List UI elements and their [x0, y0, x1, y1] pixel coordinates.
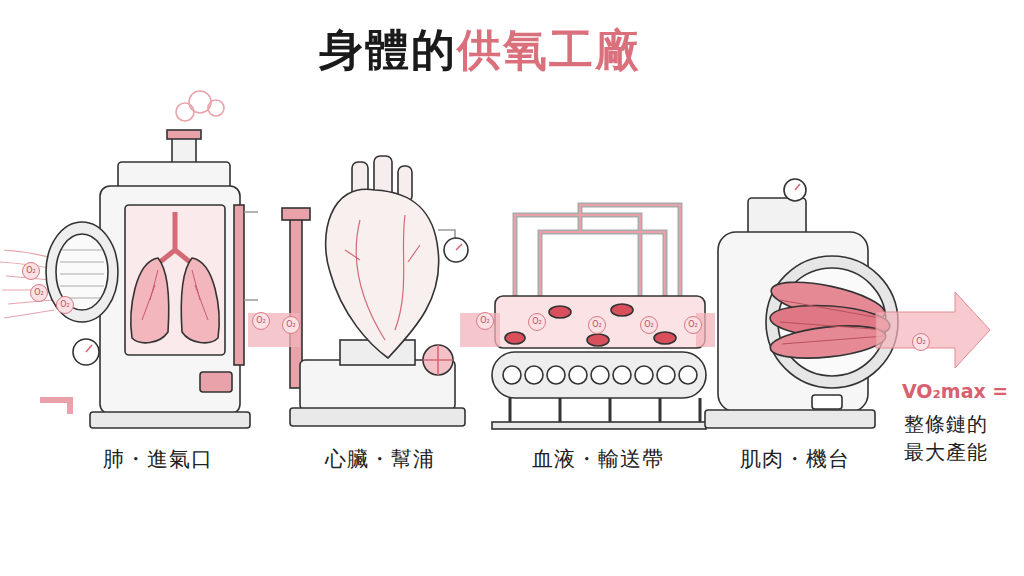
illustration-part: [495, 296, 705, 348]
stage-label: 心臟・幫浦: [280, 445, 480, 473]
illustration-part: [345, 215, 420, 340]
illustration-part: [125, 205, 225, 355]
illustration-part: [611, 304, 633, 316]
oxygen-bubble: O₂: [22, 262, 40, 280]
illustration-part: [492, 422, 706, 429]
stage-label: 肺・進氣口: [48, 445, 268, 473]
illustration-part: [86, 345, 92, 352]
illustration-part: [654, 332, 676, 344]
oxygen-bubble: O₂: [640, 316, 658, 334]
oxygen-bubble: O₂: [476, 312, 494, 330]
oxygen-bubble: O₂: [282, 316, 300, 334]
illustration-part: [8, 300, 52, 304]
illustration-part: [635, 366, 653, 384]
illustration-part: [176, 103, 194, 121]
illustration-part: [525, 366, 543, 384]
illustration-part: [282, 208, 310, 220]
illustration-part: [503, 366, 521, 384]
oxygen-bubble: O₂: [56, 296, 74, 314]
lung-machine: [40, 91, 258, 428]
illustration-part: [142, 270, 208, 320]
illustration-part: [780, 300, 886, 344]
heart-pump: [282, 156, 468, 426]
illustration-part: [591, 366, 609, 384]
illustration-part: [73, 339, 99, 365]
machine-stage: 肌肉・機台: [715, 190, 875, 475]
illustration-part: [46, 222, 118, 322]
illustration-part: [181, 258, 219, 343]
illustration-part: [4, 310, 54, 318]
illustration-part: [812, 395, 842, 409]
stage-label: 肌肉・機台: [695, 445, 895, 473]
illustration-part: [679, 366, 697, 384]
illustration-part: [705, 410, 875, 428]
illustration-part: [492, 352, 706, 398]
vo2max-label: VO₂max =: [902, 380, 1008, 402]
wind-lines: [0, 250, 54, 318]
illustration-part: [515, 205, 680, 300]
illustration-part: [200, 372, 232, 392]
illustration-part: [423, 345, 453, 375]
illustration-part: [456, 244, 462, 250]
illustration-part: [769, 321, 888, 363]
illustration-part: [547, 366, 565, 384]
illustration-part: [234, 205, 244, 365]
oxygen-flow-band: [460, 313, 500, 347]
illustration-part: [795, 184, 800, 190]
illustration-part: [326, 189, 439, 358]
illustration-part: [290, 408, 465, 426]
muscle-machine: [705, 179, 898, 428]
oxygen-bubble: O₂: [252, 312, 270, 330]
illustration-part: [4, 250, 52, 258]
illustration-part: [549, 306, 571, 318]
machine-stage: 血液・輸送帶: [500, 195, 696, 475]
oxygen-bubble: O₂: [912, 333, 930, 351]
illustration-part: [657, 366, 675, 384]
illustration-part: [40, 400, 70, 414]
illustration-part: [515, 205, 680, 300]
illustration-part: [444, 238, 468, 262]
illustration-part: [160, 212, 190, 262]
illustration-part: [208, 100, 224, 116]
blood-conveyor: [492, 205, 706, 429]
capacity-note: 整條鏈的 最大產能: [904, 410, 1000, 466]
illustration-part: [423, 345, 453, 375]
machine-stage: 肺・進氣口: [68, 95, 248, 475]
illustration-part: [60, 250, 104, 298]
illustration-part: [244, 212, 258, 300]
machine-stage: 心臟・幫浦: [300, 155, 460, 475]
illustration-part: [505, 332, 525, 344]
stage-label: 血液・輸送帶: [480, 445, 716, 473]
diagram-title: 身體的供氧工廠: [230, 18, 730, 82]
oxygen-flow-band: [248, 313, 300, 347]
illustration-part: [90, 412, 250, 428]
illustration-part: [100, 186, 240, 414]
illustration-part: [167, 130, 201, 139]
illustration-part: [613, 366, 631, 384]
illustration-part: [784, 179, 806, 201]
illustration-part: [587, 334, 609, 346]
output-arrow: [876, 292, 990, 368]
oxygen-bubble: O₂: [588, 316, 606, 334]
oxygen-bubble: O₂: [684, 316, 702, 334]
oxygen-bubble: O₂: [30, 284, 48, 302]
illustration-part: [131, 258, 169, 343]
oxygen-bubble: O₂: [528, 313, 546, 331]
illustration-part: [569, 366, 587, 384]
